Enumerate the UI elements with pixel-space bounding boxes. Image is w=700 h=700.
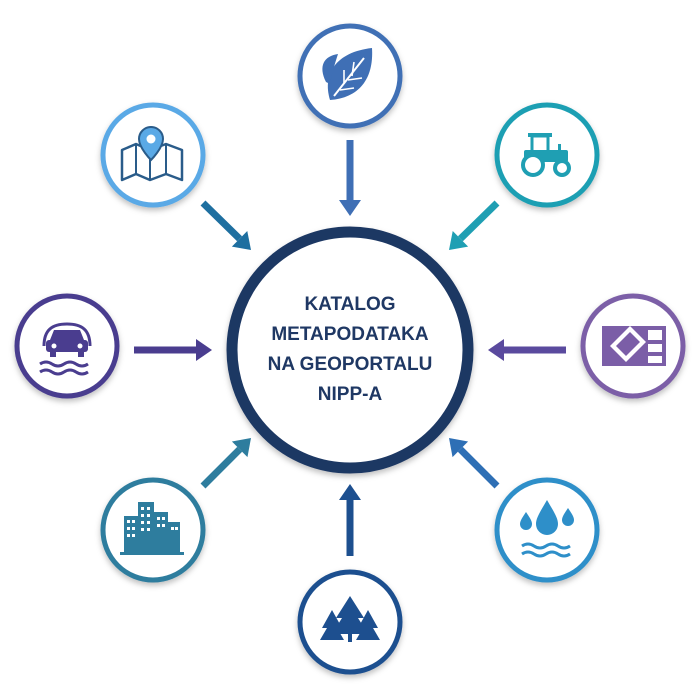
arrow-buildings-shaft <box>200 446 243 489</box>
center-ring <box>226 226 474 474</box>
arrow-water-head <box>449 438 469 458</box>
water-drops-icon <box>520 500 574 558</box>
arrow-location-head <box>231 230 251 250</box>
arrow-location-shaft <box>200 200 243 242</box>
node-tractor <box>494 102 600 208</box>
arrow-tractor-shaft <box>457 200 500 242</box>
arrows-group <box>134 140 566 556</box>
pine-trees-icon <box>320 596 380 642</box>
center-title-line-2: METAPODATAKA <box>271 324 429 345</box>
node-car <box>14 293 120 399</box>
node-location <box>100 102 206 208</box>
tractor-icon <box>521 133 571 177</box>
arrow-buildings-head <box>231 438 251 458</box>
center-node: KATALOG METAPODATAKA NA GEOPORTALU NIPP-… <box>226 226 474 474</box>
arrow-car-head <box>196 339 212 361</box>
map-pin-icon <box>120 125 184 182</box>
arrow-leaf-head <box>339 200 361 216</box>
center-title-line-1: KATALOG <box>304 294 395 315</box>
node-buildings <box>100 477 206 583</box>
node-map <box>580 293 686 399</box>
node-water <box>494 477 600 583</box>
city-buildings-icon <box>120 502 184 555</box>
center-title-line-3: NA GEOPORTALU <box>268 354 433 375</box>
arrow-tractor-head <box>449 230 469 250</box>
node-leaf <box>297 23 403 129</box>
node-trees <box>297 569 403 675</box>
car-water-icon <box>39 322 92 376</box>
arrow-map-head <box>488 339 504 361</box>
leaf-icon <box>322 48 373 100</box>
arrow-water-shaft <box>457 446 500 489</box>
center-title-line-4: NIPP-A <box>318 384 383 405</box>
cadastral-map-icon <box>602 326 666 366</box>
arrow-trees-head <box>339 484 361 500</box>
